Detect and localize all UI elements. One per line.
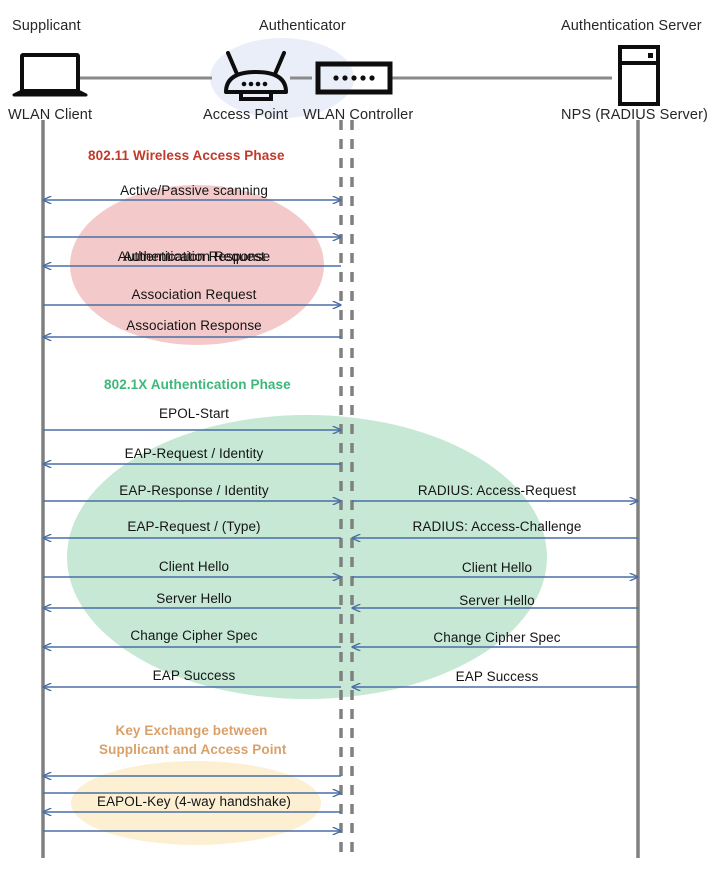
role-title-authenticator: Authenticator: [259, 18, 346, 34]
phase-label-key-exchange-line1: Key Exchange between: [115, 723, 268, 738]
switch-icon: [315, 61, 393, 95]
message-label-server-hello: Server Hello: [156, 591, 232, 606]
laptop-icon: [12, 53, 88, 97]
phase-label-8021x: 802.1X Authentication Phase: [104, 377, 291, 392]
message-label-association-request: Association Request: [131, 287, 257, 302]
phase-label-key-exchange: Key Exchange between Supplicant and Acce…: [99, 721, 287, 759]
message-label-association-response: Association Response: [126, 318, 262, 333]
role-title-supplicant: Supplicant: [12, 18, 81, 34]
message-label-radius-radius-access-request: RADIUS: Access-Request: [417, 483, 577, 498]
role-title-auth-server: Authentication Server: [561, 18, 702, 34]
phase-label-key-exchange-line2: Supplicant and Access Point: [99, 742, 287, 757]
message-label-eap-request-type: EAP-Request / (Type): [127, 519, 261, 534]
message-label-radius-server-hello: Server Hello: [459, 593, 535, 608]
phase-ellipse-phase-8021x: [67, 415, 547, 699]
message-label-eapol-key-4-way-handshake: EAPOL-Key (4-way handshake): [96, 794, 292, 809]
message-label-authentication-request: Authentication Request: [123, 249, 265, 264]
message-label-radius-radius-access-challenge: RADIUS: Access-Challenge: [412, 519, 582, 534]
node-label-nps-server: NPS (RADIUS Server): [561, 107, 708, 123]
message-label-eap-response-identity: EAP-Response / Identity: [119, 483, 269, 498]
node-label-wlan-client: WLAN Client: [8, 107, 93, 123]
node-label-wlan-controller: WLAN Controller: [303, 107, 414, 123]
message-label-radius-change-cipher-spec: Change Cipher Spec: [433, 630, 561, 645]
message-label-radius-eap-success: EAP Success: [455, 669, 539, 684]
message-label-radius-client-hello: Client Hello: [461, 560, 533, 575]
phase-ellipse-phase-keyexchange: [71, 761, 321, 845]
wireless-router-icon: [224, 51, 288, 101]
message-label-authentication-response: Authentication Response: [117, 249, 271, 264]
phase-label-80211: 802.11 Wireless Access Phase: [88, 148, 285, 163]
message-label-eap-request-identity: EAP-Request / Identity: [124, 446, 264, 461]
message-label-change-cipher-spec: Change Cipher Spec: [130, 628, 258, 643]
message-label-active-passive-scanning: Active/Passive scanning: [120, 183, 268, 198]
node-label-access-point: Access Point: [203, 107, 289, 123]
message-label-client-hello: Client Hello: [158, 559, 230, 574]
server-icon: [618, 45, 660, 106]
message-label-epol-start: EPOL-Start: [158, 406, 230, 421]
message-label-eap-success: EAP Success: [152, 668, 236, 683]
